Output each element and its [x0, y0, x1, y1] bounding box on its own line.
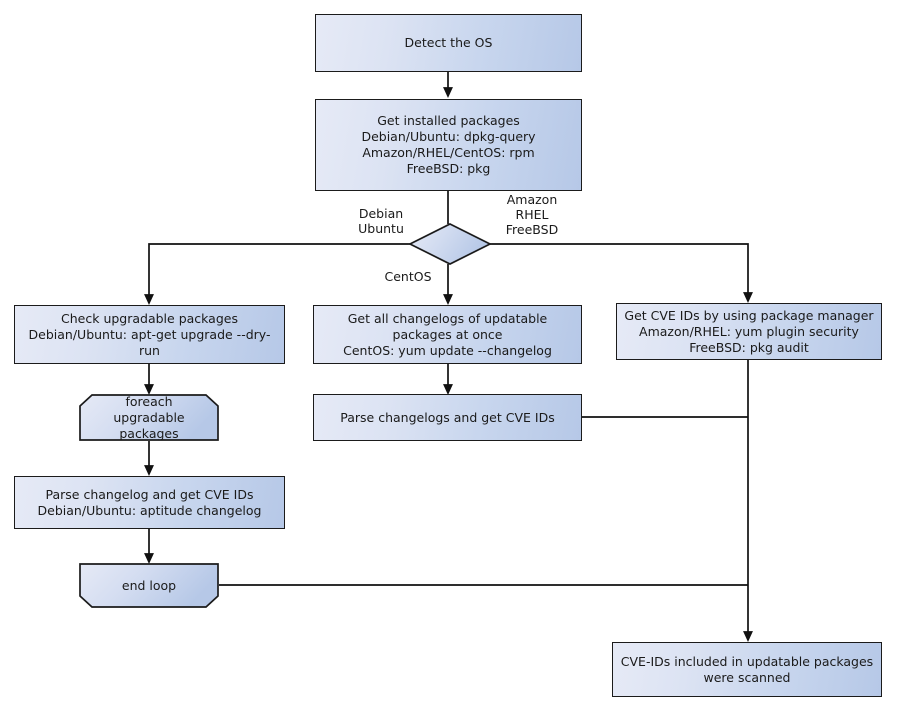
loop-start-shape	[79, 394, 219, 441]
node-end-loop[interactable]: end loop	[79, 563, 219, 608]
diamond-shape	[408, 223, 492, 265]
loop-end-shape	[79, 563, 219, 608]
node-parse-changelogs-center[interactable]: Parse changelogs and get CVE IDs	[313, 394, 582, 441]
node-os-decision[interactable]	[408, 222, 492, 266]
node-parse-changelog-left-label: Parse changelog and get CVE IDs Debian/U…	[37, 486, 262, 518]
node-get-cve-ids-package-manager[interactable]: Get CVE IDs by using package manager Ama…	[616, 303, 882, 360]
node-check-upgradable-packages[interactable]: Check upgradable packages Debian/Ubuntu:…	[14, 305, 285, 364]
node-get-cve-ids-package-manager-label: Get CVE IDs by using package manager Ama…	[624, 307, 874, 355]
node-foreach-upgradable-packages[interactable]: foreach upgradable packages	[79, 394, 219, 441]
edge-label-debian-ubuntu: Debian Ubuntu	[358, 206, 404, 236]
node-result-cve-ids-scanned-label: CVE-IDs included in updatable packages w…	[620, 653, 874, 685]
edge-label-centos: CentOS	[384, 269, 432, 284]
edge-label-amazon-rhel-freebsd: Amazon RHEL FreeBSD	[505, 192, 559, 237]
node-detect-os-label: Detect the OS	[404, 35, 493, 50]
node-result-cve-ids-scanned[interactable]: CVE-IDs included in updatable packages w…	[612, 642, 882, 697]
node-detect-os[interactable]: Detect the OS	[315, 14, 582, 72]
node-parse-changelog-left[interactable]: Parse changelog and get CVE IDs Debian/U…	[14, 476, 285, 529]
node-get-all-changelogs[interactable]: Get all changelogs of updatable packages…	[313, 305, 582, 364]
node-get-all-changelogs-label: Get all changelogs of updatable packages…	[343, 310, 552, 358]
edge-decision-right	[490, 243, 753, 303]
node-end-loop-label: end loop	[121, 577, 177, 593]
node-parse-changelogs-center-label: Parse changelogs and get CVE IDs	[340, 409, 555, 425]
node-get-installed-packages[interactable]: Get installed packages Debian/Ubuntu: dp…	[315, 99, 582, 191]
node-check-upgradable-packages-label: Check upgradable packages Debian/Ubuntu:…	[28, 310, 271, 358]
node-foreach-upgradable-packages-label: foreach upgradable packages	[113, 393, 185, 441]
edge-decision-left	[144, 243, 410, 305]
node-get-installed-packages-label: Get installed packages Debian/Ubuntu: dp…	[361, 113, 536, 176]
